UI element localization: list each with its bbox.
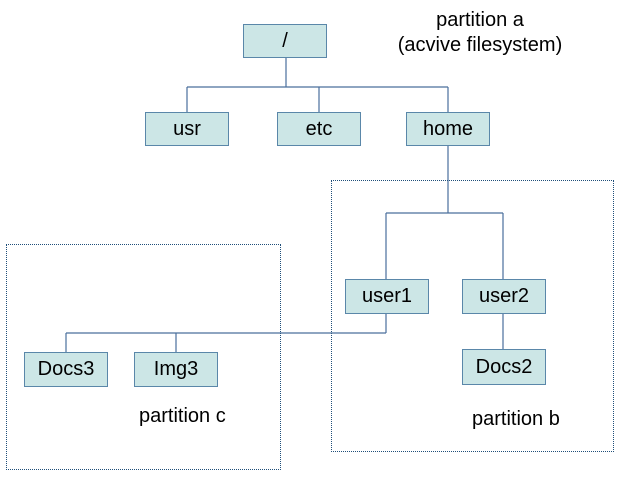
- node-docs2[interactable]: Docs2: [462, 349, 546, 385]
- node-docs3[interactable]: Docs3: [24, 352, 108, 387]
- partition-c-region: [6, 244, 281, 470]
- partition-b-label: partition b: [472, 408, 560, 430]
- partition-c-label: partition c: [139, 405, 226, 427]
- partition-a-title: partition a: [436, 9, 524, 31]
- partition-b-region: [331, 180, 614, 452]
- node-home[interactable]: home: [406, 112, 490, 146]
- node-usr[interactable]: usr: [145, 112, 229, 146]
- node-user2[interactable]: user2: [462, 279, 546, 314]
- partition-a-subtitle: (acvive filesystem): [397, 34, 563, 56]
- node-img3[interactable]: Img3: [134, 352, 218, 387]
- node-etc[interactable]: etc: [277, 112, 361, 146]
- node-root[interactable]: /: [243, 24, 327, 58]
- node-user1[interactable]: user1: [345, 279, 429, 314]
- partition-a-label: partition a (acvive filesystem): [370, 8, 590, 58]
